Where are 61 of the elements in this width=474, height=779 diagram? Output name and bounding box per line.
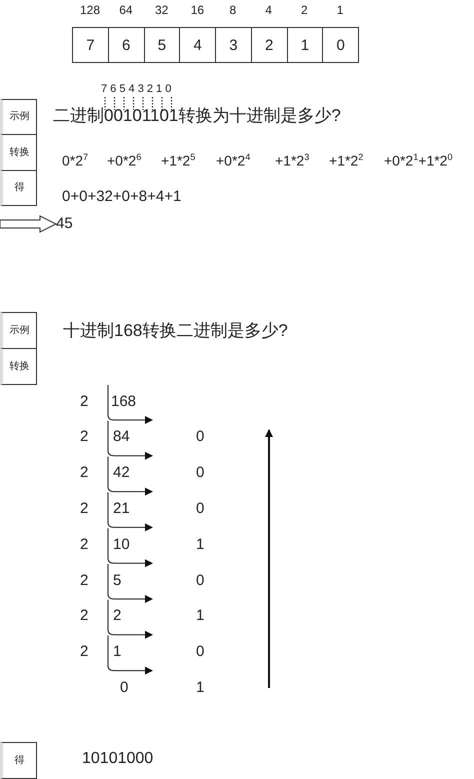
step-tag: 转换 xyxy=(0,348,37,385)
bit-position-cell: 7 xyxy=(72,27,109,63)
quotient-text: 42 xyxy=(113,465,130,480)
expansion-term: +0*2$^{4}$ xyxy=(216,153,250,168)
expansion-term: +0*2$^{1}$+1*2$^{0}$ xyxy=(384,153,453,168)
expansion-term: +1*2$^{2}$ xyxy=(329,153,364,168)
bit-weight: 32 xyxy=(155,4,168,16)
bit-weight: 8 xyxy=(230,4,236,16)
bit-position-cell: 2 xyxy=(250,27,288,63)
question-text: 二进制00101101转换为十进制是多少? xyxy=(53,106,341,124)
question-text: 十进制168转换二进制是多少? xyxy=(63,322,288,338)
remainder-text: 0 xyxy=(196,572,204,588)
remainder-text: 0 xyxy=(196,465,204,480)
remainder-text: 0 xyxy=(196,429,204,444)
divisor-text: 2 xyxy=(80,465,88,480)
quotient-text: 2 xyxy=(113,608,122,624)
expansion-term: +1*2$^{5}$ xyxy=(161,153,196,168)
divisor-text: 2 xyxy=(80,572,88,588)
expansion-term: +1*2$^{3}$ xyxy=(275,153,310,168)
quotient-text: 1 xyxy=(113,644,122,660)
bit-index-row: 7 6 5 4 3 2 1 0 xyxy=(101,84,172,94)
step-tag: 转换 xyxy=(0,134,37,171)
divisor-text: 2 xyxy=(80,644,88,660)
expansion-term: +0*2$^{6}$ xyxy=(107,153,142,168)
bit-weight: 128 xyxy=(80,4,100,16)
quotient-text: 21 xyxy=(113,500,130,516)
bit-position-cell: 3 xyxy=(215,27,252,63)
quotient-text: 10 xyxy=(113,536,130,552)
divisor-text: 2 xyxy=(80,608,88,624)
result-text: 10101000 xyxy=(82,751,154,767)
expansion-term: 0*2$^{7}$ xyxy=(62,153,88,168)
step-tag: 示例 xyxy=(0,312,37,349)
divisor-text: 2 xyxy=(80,500,88,516)
divisor-text: 2 xyxy=(80,394,88,408)
bit-weight: 4 xyxy=(265,4,272,16)
bit-position-cell: 4 xyxy=(179,27,216,63)
step-tag: 得 xyxy=(0,742,37,779)
divisor-text: 2 xyxy=(80,429,88,444)
divisor-text: 2 xyxy=(80,536,88,552)
remainder-text: 0 xyxy=(196,644,204,660)
remainder-text: 1 xyxy=(196,680,204,695)
bit-position-cell: 0 xyxy=(322,27,359,63)
quotient-text: 84 xyxy=(113,429,130,444)
sum-text: 0+0+32+0+8+4+1 xyxy=(62,188,182,204)
result-text: 45 xyxy=(56,216,73,231)
remainder-text: 1 xyxy=(196,608,204,624)
bit-weight: 1 xyxy=(336,4,344,16)
quotient-text: 0 xyxy=(120,680,128,695)
bit-position-cell: 6 xyxy=(108,27,144,63)
step-tag: 示例 xyxy=(0,99,37,135)
remainder-text: 0 xyxy=(196,500,204,516)
arrow xyxy=(0,215,58,233)
step-tag: 得 xyxy=(0,170,37,206)
bit-weight: 2 xyxy=(301,4,308,16)
remainder-text: 1 xyxy=(196,536,204,552)
bit-weight: 64 xyxy=(119,4,133,16)
bit-position-cell: 5 xyxy=(144,27,180,63)
bit-weight: 16 xyxy=(190,4,204,16)
quotient-text: 5 xyxy=(113,572,122,588)
quotient-text: 168 xyxy=(111,394,136,408)
bit-position-cell: 1 xyxy=(286,27,324,63)
